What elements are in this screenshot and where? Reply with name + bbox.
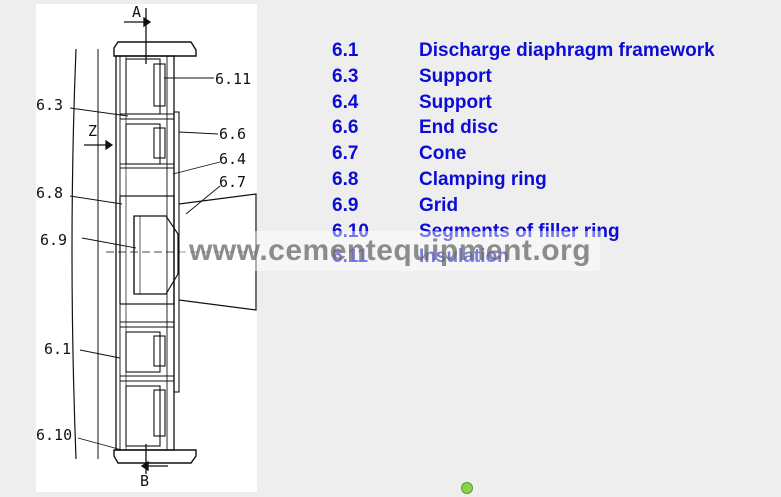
top-flange xyxy=(113,41,197,57)
section-label-a: A xyxy=(132,4,141,21)
legend-number: 6.7 xyxy=(332,143,359,165)
callout-6-9: 6.9 xyxy=(40,231,67,249)
legend-label: Support xyxy=(419,65,492,87)
legend-number: 6.8 xyxy=(332,168,359,190)
view-arrow-z xyxy=(84,139,114,151)
callout-6-8: 6.8 xyxy=(36,184,63,202)
callout-6-6: 6.6 xyxy=(219,125,246,143)
legend-number: 6.6 xyxy=(332,117,359,139)
section-arrow-a xyxy=(124,8,152,64)
legend-label: Cone xyxy=(419,143,467,165)
legend-number: 6.11 xyxy=(332,246,368,268)
callout-6-1: 6.1 xyxy=(44,340,71,358)
callout-6-11: 6.11 xyxy=(215,70,251,88)
callout-6-3: 6.3 xyxy=(36,96,63,114)
legend-item: 6.1 Discharge diaphragm framework xyxy=(332,38,715,64)
legend-number: 6.4 xyxy=(332,91,359,113)
legend-item: 6.4 Support xyxy=(332,90,715,116)
legend-label: Grid xyxy=(419,194,459,216)
callout-6-7: 6.7 xyxy=(219,173,246,191)
indicator-dot[interactable] xyxy=(461,482,473,494)
bottom-flange xyxy=(113,449,197,464)
lower-support-cells xyxy=(120,321,174,447)
view-label-z: Z xyxy=(88,122,97,140)
legend-label: End disc xyxy=(419,117,499,139)
legend-number: 6.3 xyxy=(332,65,359,87)
legend-label: Discharge diaphragm framework xyxy=(419,40,715,61)
legend-item: 6.11 Insulation xyxy=(332,244,715,270)
legend-number: 6.10 xyxy=(332,220,369,242)
mill-shell-outline xyxy=(71,48,77,460)
legend-label: Segments of filler ring xyxy=(419,220,620,242)
section-label-b: B xyxy=(140,472,149,490)
callout-6-10: 6.10 xyxy=(36,426,72,444)
legend-number: 6.1 xyxy=(332,40,359,61)
technical-drawing: A B Z xyxy=(36,4,257,492)
section-arrow-b xyxy=(140,444,168,474)
legend-label: Insulation xyxy=(419,246,509,268)
cone-and-grid xyxy=(106,193,257,311)
callout-6-4: 6.4 xyxy=(219,150,246,168)
diaphragm-section-drawing: A B Z xyxy=(36,4,257,490)
leader-lines xyxy=(69,77,221,451)
upper-support-cells xyxy=(120,58,174,169)
legend-item: 6.10 Segments of filler ring xyxy=(332,219,715,245)
legend-item: 6.7 Cone xyxy=(332,141,715,167)
legend-label: Support xyxy=(419,91,492,113)
legend-label: Clamping ring xyxy=(419,168,547,190)
legend-item: 6.6 End disc xyxy=(332,115,715,141)
legend-number: 6.9 xyxy=(332,194,359,216)
legend-item: 6.8 Clamping ring xyxy=(332,167,715,193)
legend-item: 6.9 Grid xyxy=(332,193,715,219)
watermark: www.cementequipment.org xyxy=(180,231,600,271)
legend-item: 6.3 Support xyxy=(332,64,715,90)
